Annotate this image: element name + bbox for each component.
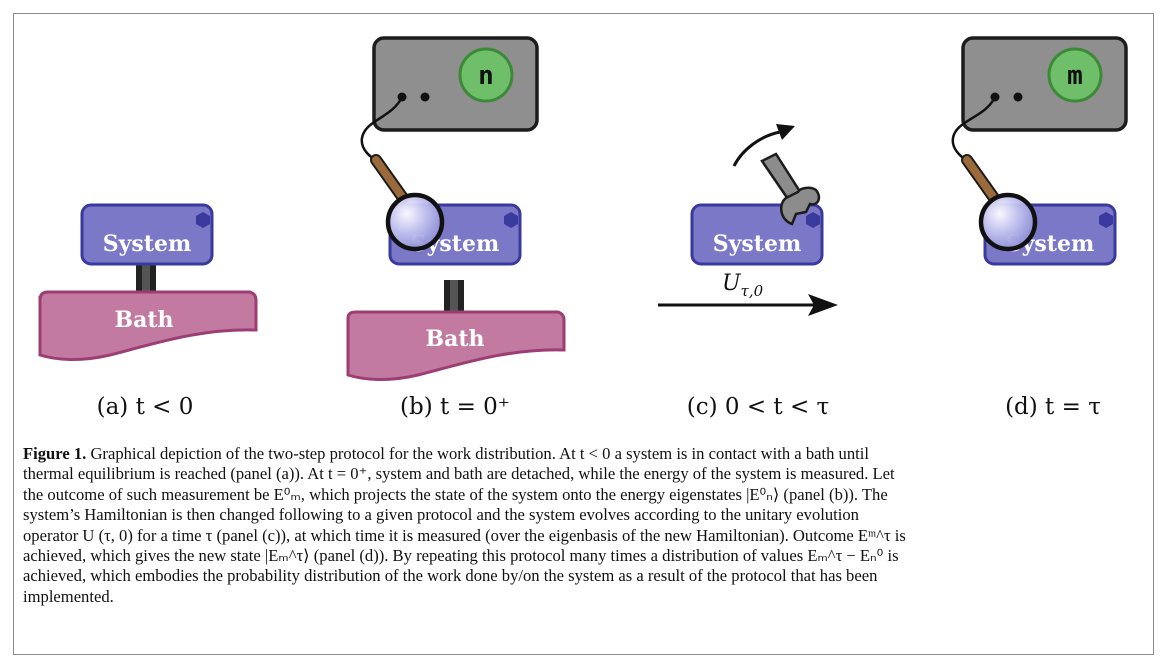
system-label: System	[713, 231, 802, 257]
protocol-illustration: System Bath (a) t < 0 n System Bath (b) …	[38, 36, 1128, 420]
caption-line: Figure 1. Graphical depiction of the two…	[23, 444, 1145, 464]
bath-shape	[346, 310, 566, 382]
wrench-icon	[760, 152, 821, 226]
meter-box	[961, 36, 1128, 132]
hexagon-icon	[806, 212, 820, 228]
figure-caption: Figure 1. Graphical depiction of the two…	[23, 444, 1145, 607]
meter-display	[458, 47, 514, 103]
hexagon-icon	[504, 212, 518, 228]
rotation-arrow	[732, 130, 781, 167]
panel-c: System Uτ,0 (c) 0 < t < τ	[658, 124, 838, 420]
caption-line: achieved, which embodies the probability…	[23, 566, 878, 586]
panel-label: (d) t = τ	[1005, 394, 1101, 420]
hexagon-icon	[1099, 212, 1113, 228]
caption-line: achieved, which gives the new state |Eₘ^…	[23, 546, 899, 566]
figure-label: Figure 1.	[23, 444, 87, 463]
system-box	[80, 203, 214, 266]
arrow-label: Uτ,0	[722, 271, 764, 300]
meter-dot	[1013, 92, 1023, 102]
arrow-label-subscript: τ,0	[741, 282, 764, 300]
caption-line: the outcome of such measurement be E⁰ₘ, …	[23, 484, 888, 504]
rotation-arrowhead	[776, 124, 795, 140]
system-label: System	[103, 231, 192, 257]
panel-label: (b) t = 0⁺	[400, 394, 510, 420]
evolution-arrowhead	[808, 294, 838, 316]
bath-shape	[38, 290, 258, 362]
bath-label: Bath	[425, 326, 484, 352]
caption-line: operator U (τ, 0) for a time τ (panel (c…	[23, 525, 906, 545]
hexagon-icon	[196, 212, 210, 228]
connector-highlight	[142, 262, 150, 296]
meter-value: m	[1067, 61, 1083, 91]
panel-label: (c) 0 < t < τ	[687, 394, 830, 420]
meter-box	[372, 36, 539, 132]
meter-value: n	[478, 61, 494, 91]
bath-label: Bath	[114, 307, 173, 333]
meter-display	[1047, 47, 1103, 103]
connector-highlight	[450, 280, 458, 318]
panel-d: m System (d) t = τ	[951, 36, 1128, 420]
meter-dot	[420, 92, 430, 102]
magnifier-handle	[963, 156, 998, 202]
panel-label: (a) t < 0	[97, 394, 194, 420]
caption-text: Graphical depiction of the two-step prot…	[86, 444, 869, 463]
magnifier-lens	[978, 192, 1038, 252]
caption-line: system’s Hamiltonian is then changed fol…	[23, 505, 859, 525]
magnifier-handle	[372, 156, 407, 202]
caption-line: thermal equilibrium is reached (panel (a…	[23, 464, 895, 484]
figure-frame	[13, 13, 1154, 655]
panel-a: System Bath (a) t < 0	[38, 203, 258, 420]
panel-b: n System Bath (b) t = 0⁺	[346, 36, 566, 420]
magnifier-lens	[385, 192, 445, 252]
caption-line: implemented.	[23, 586, 114, 606]
